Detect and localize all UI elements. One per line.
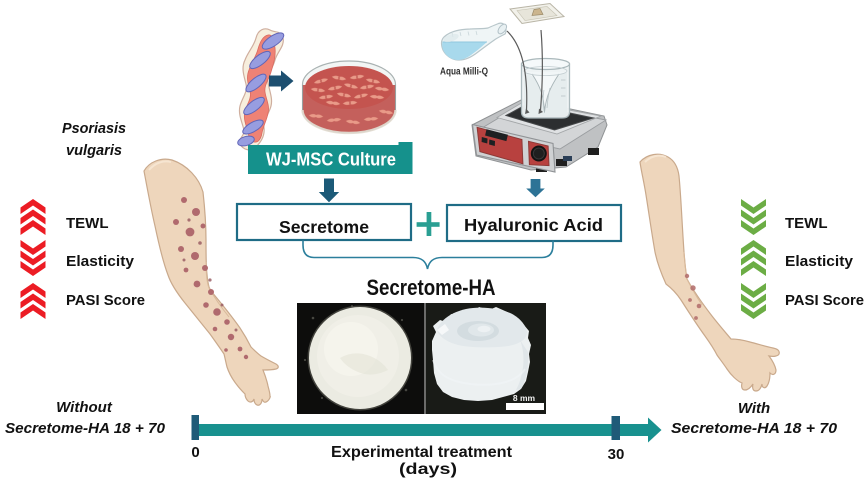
svg-text:Without: Without <box>56 399 113 416</box>
svg-text:Secretome-HA 18 + 70: Secretome-HA 18 + 70 <box>671 420 838 437</box>
svg-text:Elasticity: Elasticity <box>66 253 135 270</box>
svg-text:8 mm: 8 mm <box>513 393 536 403</box>
svg-text:Secretome-HA 18 + 70: Secretome-HA 18 + 70 <box>5 420 166 437</box>
svg-text:Hyaluronic Acid: Hyaluronic Acid <box>464 215 603 235</box>
svg-text:Experimental treatment: Experimental treatment <box>331 444 512 461</box>
svg-text:Psoriasis: Psoriasis <box>62 120 126 137</box>
svg-text:With: With <box>738 400 770 417</box>
svg-text:Aqua Milli-Q: Aqua Milli-Q <box>440 66 488 78</box>
svg-text:PASI Score: PASI Score <box>66 292 145 309</box>
svg-text:TEWL: TEWL <box>785 215 828 232</box>
svg-text:Secretome-HA: Secretome-HA <box>367 275 496 300</box>
svg-text:TEWL: TEWL <box>66 215 109 232</box>
svg-text:(days): (days) <box>399 461 457 478</box>
svg-text:Secretome: Secretome <box>279 217 369 237</box>
svg-text:vulgaris: vulgaris <box>66 142 122 159</box>
svg-text:WJ-MSC Culture: WJ-MSC Culture <box>266 150 396 170</box>
svg-text:30: 30 <box>608 446 625 463</box>
svg-text:PASI Score: PASI Score <box>785 292 864 309</box>
svg-text:Elasticity: Elasticity <box>785 253 854 270</box>
svg-text:0: 0 <box>191 444 199 461</box>
